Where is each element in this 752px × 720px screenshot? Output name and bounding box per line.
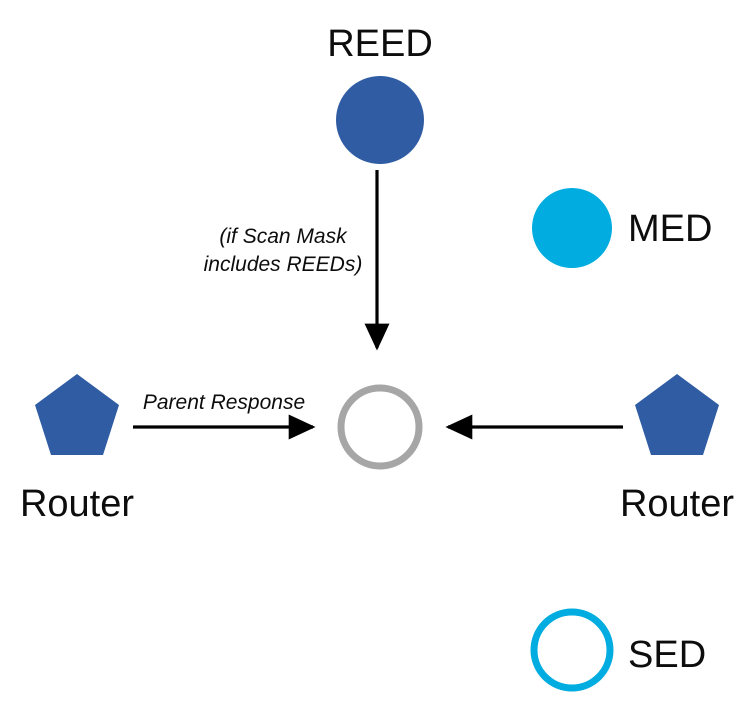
reed-node-circle[interactable] [336, 76, 424, 164]
sed-label: SED [628, 634, 706, 676]
router-right-label: Router [620, 483, 734, 525]
center-node-circle[interactable] [337, 384, 423, 470]
sed-node-circle[interactable] [530, 608, 614, 692]
med-node-circle[interactable] [532, 188, 612, 268]
edge-reed-label-line2: includes REEDs) [204, 253, 363, 276]
reed-label: REED [327, 23, 433, 65]
router-left-label: Router [20, 483, 134, 525]
router-right-pentagon[interactable] [635, 374, 719, 455]
router-left-pentagon[interactable] [35, 374, 119, 455]
edge-parent-response-label: Parent Response [143, 391, 305, 414]
med-label: MED [628, 208, 712, 250]
edge-reed-label-line1: (if Scan Mask [219, 225, 348, 248]
